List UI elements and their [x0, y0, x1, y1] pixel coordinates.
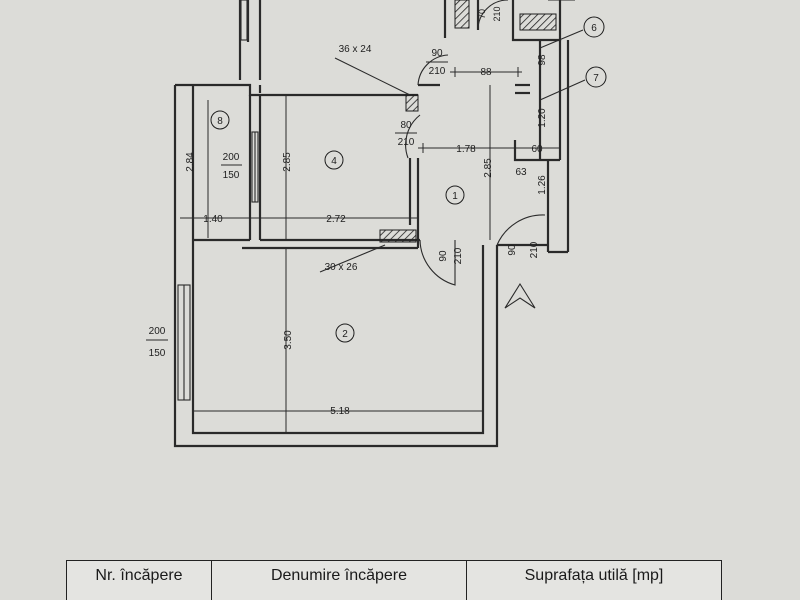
walls — [173, 0, 570, 448]
svg-text:90: 90 — [431, 48, 443, 59]
north-arrow-icon — [504, 282, 536, 309]
svg-text:210: 210 — [398, 137, 415, 148]
dimension-labels: 5.18 3.50 2.72 1.40 2.84 2.85 2.85 1.78 … — [185, 54, 548, 417]
room-marker-2: 2 — [335, 323, 355, 343]
room-marker-1: 1 — [445, 185, 465, 205]
svg-text:88: 88 — [480, 67, 492, 78]
svg-text:200: 200 — [149, 326, 166, 337]
svg-text:70: 70 — [477, 9, 487, 19]
duct-label-a: 36 x 24 — [339, 44, 372, 55]
svg-text:4: 4 — [331, 156, 337, 167]
svg-text:5.18: 5.18 — [330, 406, 350, 417]
svg-text:210: 210 — [529, 241, 540, 258]
svg-text:2.72: 2.72 — [326, 214, 346, 225]
svg-text:1.26: 1.26 — [537, 175, 548, 195]
windows — [177, 0, 259, 401]
svg-text:63: 63 — [515, 167, 527, 178]
svg-text:2.84: 2.84 — [185, 152, 196, 172]
room-marker-7: 7 — [585, 66, 607, 88]
svg-text:210: 210 — [453, 247, 464, 264]
header-room-name: Denumire încăpere — [211, 560, 467, 600]
room-marker-8: 8 — [210, 110, 230, 130]
svg-text:2.85: 2.85 — [483, 158, 494, 178]
svg-text:98: 98 — [537, 54, 548, 66]
svg-text:2: 2 — [342, 329, 348, 340]
svg-text:80: 80 — [400, 120, 412, 131]
svg-text:150: 150 — [149, 348, 166, 359]
svg-text:3.50: 3.50 — [283, 330, 294, 350]
svg-text:60: 60 — [531, 144, 543, 155]
room-area-table: Nr. încăpere Denumire încăpere Suprafața… — [66, 560, 722, 600]
svg-text:90: 90 — [438, 250, 449, 262]
opening-labels: 200 150 200 150 90 210 80 210 90 210 90 … — [146, 6, 540, 359]
svg-text:210: 210 — [429, 66, 446, 77]
floor-plan-drawing: 8 4 1 2 6 7 5.18 3.50 2.72 1.40 2.84 2.8… — [146, 0, 607, 448]
svg-text:2.85: 2.85 — [282, 152, 293, 172]
room-marker-6: 6 — [583, 16, 605, 38]
svg-text:7: 7 — [593, 73, 599, 84]
duct-label-b: 30 x 26 — [325, 262, 358, 273]
svg-text:1.40: 1.40 — [203, 214, 223, 225]
svg-text:1.78: 1.78 — [456, 144, 476, 155]
svg-text:8: 8 — [217, 116, 223, 127]
table-header-row: Nr. încăpere Denumire încăpere Suprafața… — [66, 560, 722, 600]
door-swings — [405, 0, 546, 286]
header-useful-area: Suprafața utilă [mp] — [466, 560, 722, 600]
svg-text:1.20: 1.20 — [537, 108, 548, 128]
dimension-lines — [180, 67, 560, 433]
header-room-number: Nr. încăpere — [66, 560, 212, 600]
svg-text:200: 200 — [223, 152, 240, 163]
svg-text:1: 1 — [452, 191, 458, 202]
room-marker-4: 4 — [324, 150, 344, 170]
svg-text:210: 210 — [492, 6, 502, 21]
svg-text:150: 150 — [223, 170, 240, 181]
ducts — [319, 0, 557, 273]
svg-text:6: 6 — [591, 23, 597, 34]
svg-text:90: 90 — [507, 244, 518, 256]
